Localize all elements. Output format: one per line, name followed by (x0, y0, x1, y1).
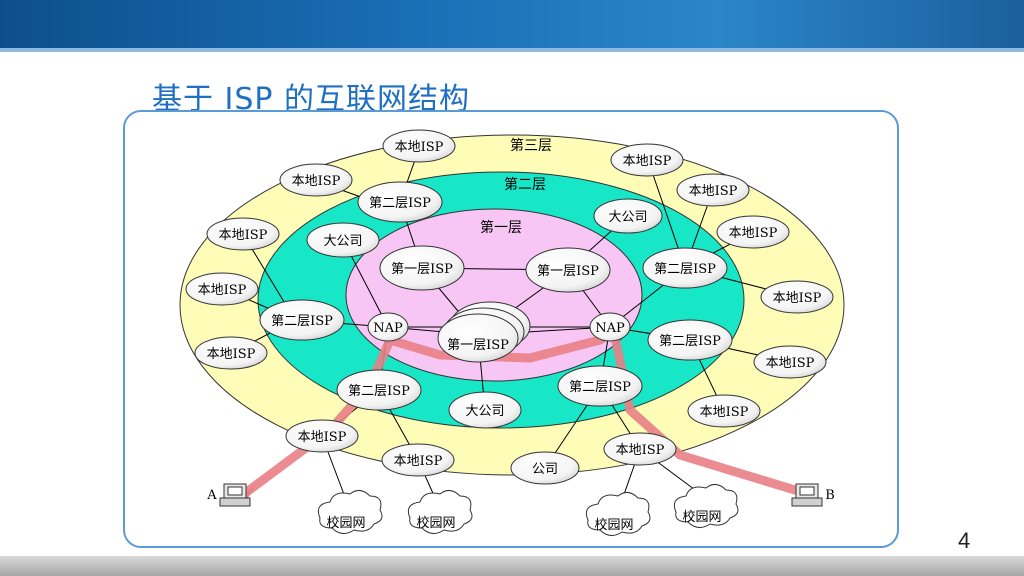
computer-a-icon (219, 483, 251, 507)
local-isp-label: 本地ISP (766, 356, 815, 371)
host-b-label: B (825, 488, 835, 503)
tier2-isp-label: 第二层ISP (659, 334, 721, 349)
header-accent-line (0, 48, 1024, 52)
nap-label: NAP (373, 321, 403, 336)
big-company-label: 大公司 (465, 404, 504, 419)
tier1-isp-label: 第一层ISP (537, 264, 599, 279)
local-isp-label: 本地ISP (207, 347, 256, 362)
local-isp-label: 本地ISP (729, 226, 778, 241)
tier2-isp-label: 第二层ISP (569, 380, 631, 395)
host-a-label: A (206, 488, 217, 503)
tier1-label: 第一层 (480, 219, 522, 236)
local-isp-label: 本地ISP (623, 154, 672, 169)
local-isp-label: 本地ISP (616, 443, 665, 458)
local-isp-label: 本地ISP (394, 454, 443, 469)
local-isp-label: 本地ISP (395, 140, 444, 155)
tier2-label: 第二层 (504, 176, 546, 193)
nap-label: NAP (595, 321, 625, 336)
campus-net-label: 校园网 (416, 515, 455, 531)
local-isp-label: 本地ISP (298, 430, 347, 445)
tier2-isp-label: 第二层ISP (348, 384, 410, 399)
tier1-isp-label: 第一层ISP (447, 338, 509, 353)
tier2-isp-label: 第二层ISP (369, 196, 431, 211)
computer-b-icon (791, 483, 823, 507)
footer-bar (0, 556, 1024, 576)
local-isp-label: 本地ISP (700, 405, 749, 420)
local-isp-label: 本地ISP (219, 228, 268, 243)
company-label: 公司 (532, 462, 558, 477)
tier2-isp-label: 第二层ISP (271, 314, 333, 329)
node-shapes (185, 129, 834, 485)
local-isp-label: 本地ISP (198, 283, 247, 298)
local-isp-label: 本地ISP (689, 184, 738, 199)
campus-net-label: 校园网 (682, 509, 721, 525)
tier1-isp-cluster (437, 301, 531, 363)
campus-clouds (317, 484, 739, 536)
campus-net-label: 校园网 (594, 517, 633, 533)
page-number: 4 (958, 528, 971, 553)
tier2-isp-label: 第二层ISP (654, 262, 716, 277)
local-isp-label: 本地ISP (773, 291, 822, 306)
tier3-label: 第三层 (510, 137, 552, 154)
big-company-label: 大公司 (323, 234, 362, 249)
big-company-label: 大公司 (608, 210, 647, 225)
campus-net-label: 校园网 (326, 515, 365, 531)
header-bar (0, 0, 1024, 48)
tier1-isp-label: 第一层ISP (391, 262, 453, 277)
local-isp-label: 本地ISP (292, 174, 341, 189)
